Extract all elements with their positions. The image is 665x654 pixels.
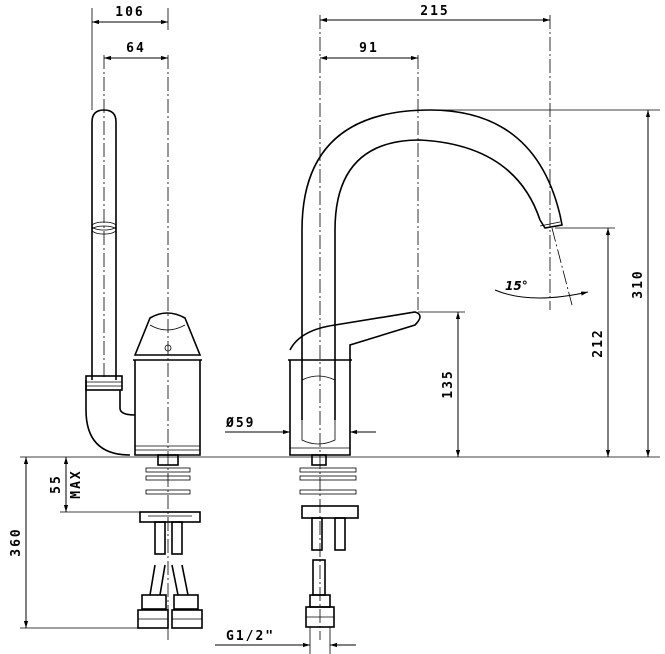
dim-59: Ø59 [225,416,255,431]
dim-360: 360 [9,527,24,556]
dimension-labels: 106 64 215 91 310 212 135 Ø59 55 MAX 360… [9,4,646,644]
dim-g12: G1/2" [226,629,275,644]
dim-91: 91 [359,41,379,56]
dim-215: 215 [420,4,449,19]
front-view [288,15,573,640]
dim-212: 212 [591,328,606,357]
dim-135: 135 [441,369,456,398]
dim-angle: 15° [505,279,528,293]
side-view [85,55,203,640]
dim-64: 64 [126,41,146,56]
dim-310: 310 [631,269,646,298]
dimension-lines [20,8,660,654]
dim-106: 106 [115,5,144,20]
dim-max: MAX [69,469,84,498]
dim-55: 55 [49,474,64,494]
